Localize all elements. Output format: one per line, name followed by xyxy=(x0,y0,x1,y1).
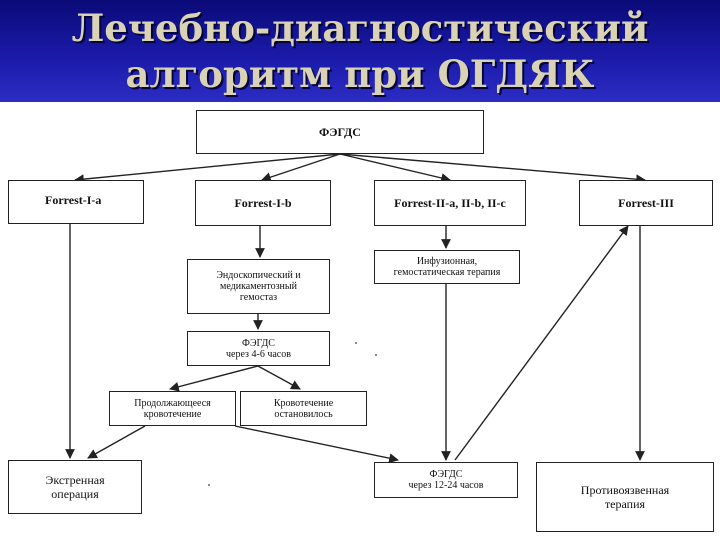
fegds-12-24-box: ФЭГДС через 12-24 часов xyxy=(374,462,518,498)
fegds-4-6-box: ФЭГДС через 4-6 часов xyxy=(187,331,330,366)
forrest-2-label: Forrest-II-a, II-b, II-c xyxy=(394,195,506,210)
emergency-surgery-label: Экстренная операция xyxy=(45,473,105,501)
forrest-3-label: Forrest-III xyxy=(618,195,674,210)
slide-title-line-2: алгоритм при ОГДЯК xyxy=(125,52,595,96)
continuing-bleeding-box: Продолжающееся кровотечение xyxy=(109,391,236,426)
antiulcer-therapy-box: Противоязвенная терапия xyxy=(536,462,714,532)
arrow-fegds-to-forrest-1b xyxy=(261,153,341,182)
antiulcer-therapy-label: Противоязвенная терапия xyxy=(580,483,670,511)
endoscopic-hemostasis-label: Эндоскопический и медикаментозный гемост… xyxy=(216,270,301,303)
title-banner: Лечебно-диагностический алгоритм при ОГД… xyxy=(0,0,720,102)
forrest-1b-label: Forrest-I-b xyxy=(234,195,292,210)
forrest-3-box: Forrest-III xyxy=(579,180,713,226)
forrest-2-box: Forrest-II-a, II-b, II-c xyxy=(374,180,526,226)
scan-speck xyxy=(375,354,377,356)
arrow-fegds-to-forrest-1a xyxy=(74,153,341,185)
fegds-12-24-label: ФЭГДС через 12-24 часов xyxy=(408,469,484,491)
scan-speck xyxy=(355,342,357,344)
arrow-continuing-to-fegds-12-24 xyxy=(234,425,399,463)
emergency-surgery-box: Экстренная операция xyxy=(8,460,142,514)
fegds-top-label: ФЭГДС xyxy=(319,124,361,139)
fegds-top-box: ФЭГДС xyxy=(196,110,484,154)
forrest-1a-label: Forrest-I-a xyxy=(45,193,102,207)
continuing-bleeding-label: Продолжающееся кровотечение xyxy=(134,397,211,420)
arrow-fegds-12-24-to-forrest-3 xyxy=(454,225,629,461)
fegds-4-6-label: ФЭГДС через 4-6 часов xyxy=(226,337,291,360)
arrow-fegds-4-6-to-stopped xyxy=(257,365,301,390)
arrow-fegds-4-6-to-continuing xyxy=(169,365,259,392)
forrest-1b-box: Forrest-I-b xyxy=(195,180,331,226)
endoscopic-hemostasis-box: Эндоскопический и медикаментозный гемост… xyxy=(187,259,330,314)
bleeding-stopped-box: Кровотечение остановилось xyxy=(240,391,367,426)
bleeding-stopped-label: Кровотечение остановилось xyxy=(273,397,334,420)
scan-speck xyxy=(208,484,210,486)
arrow-continuing-to-surgery xyxy=(87,425,146,459)
forrest-1a-box: Forrest-I-a xyxy=(8,180,144,224)
infusion-therapy-box: Инфузионная, гемостатическая терапия xyxy=(374,250,520,284)
slide-title-line-1: Лечебно-диагностический xyxy=(71,6,649,50)
infusion-therapy-label: Инфузионная, гемостатическая терапия xyxy=(393,256,501,278)
arrow-fegds-to-forrest-2 xyxy=(339,153,451,183)
arrow-fegds-to-forrest-3 xyxy=(339,153,646,185)
